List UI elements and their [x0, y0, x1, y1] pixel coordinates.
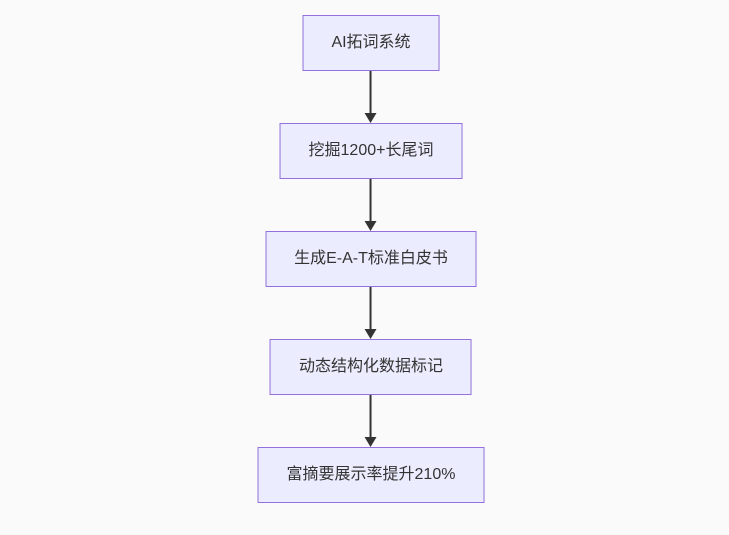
arrowhead-down-icon [365, 437, 377, 447]
arrowhead-down-icon [365, 113, 377, 123]
flow-node-structured-data-markup: 动态结构化数据标记 [269, 339, 472, 395]
arrow-shaft [370, 71, 372, 114]
arrow-shaft [370, 287, 372, 330]
flow-node-label: 富摘要展示率提升210% [286, 466, 456, 483]
flow-node-rich-snippet-result: 富摘要展示率提升210% [257, 447, 485, 503]
flow-node-eat-whitepaper: 生成E-A-T标准白皮书 [265, 231, 477, 287]
arrow-down-connector-1 [365, 71, 377, 123]
arrowhead-down-icon [365, 221, 377, 231]
flow-node-label: AI拓词系统 [331, 34, 411, 51]
flowchart: AI拓词系统 挖掘1200+长尾词 生成E-A-T标准白皮书 动态结构化数据标记 [257, 15, 485, 503]
flow-node-ai-keyword-system: AI拓词系统 [302, 15, 440, 71]
flow-node-label: 挖掘1200+长尾词 [308, 142, 434, 159]
arrow-shaft [370, 179, 372, 222]
flow-node-label: 动态结构化数据标记 [298, 358, 443, 375]
arrowhead-down-icon [365, 329, 377, 339]
arrow-shaft [370, 395, 372, 438]
arrow-down-connector-3 [365, 287, 377, 339]
flow-node-label: 生成E-A-T标准白皮书 [294, 250, 448, 267]
arrow-down-connector-2 [365, 179, 377, 231]
flow-node-longtail-mining: 挖掘1200+长尾词 [279, 123, 463, 179]
arrow-down-connector-4 [365, 395, 377, 447]
